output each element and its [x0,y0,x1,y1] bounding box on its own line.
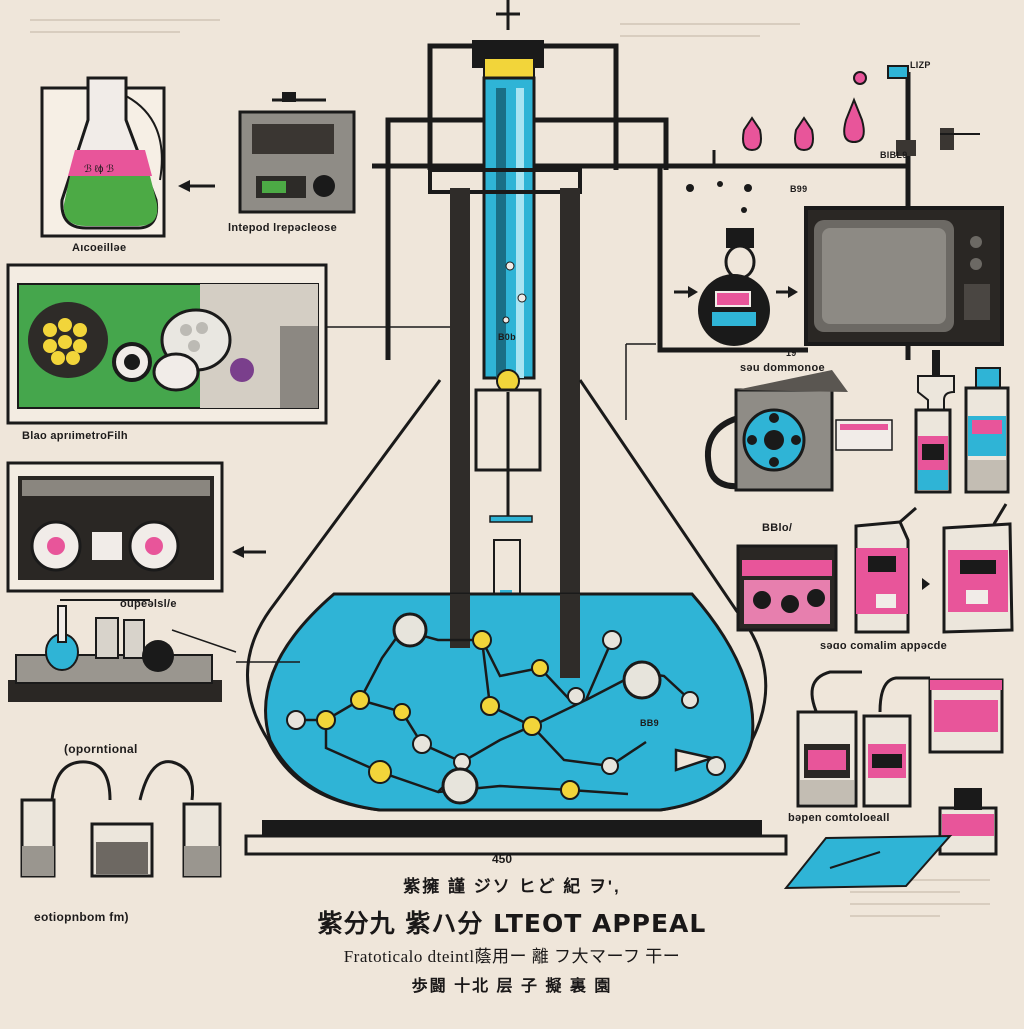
label-jars: bəpen comtoloeall [788,812,890,824]
reels-panel [6,461,224,593]
distillation-column [472,40,544,393]
label-reels: oupeəlsl/e [120,598,177,610]
dropper-tool [272,92,326,102]
label-mid: BIBL9 [880,150,908,160]
label-flask: Aıcoeilləe [72,242,127,254]
small-flask-row [712,65,980,166]
distillation-rig [8,599,237,702]
molecule-atoms [286,612,726,805]
svg-text:ℬ ℓɸ ℬ: ℬ ℓɸ ℬ [84,164,114,175]
reel-machine [704,370,893,492]
blue-tray [783,834,953,890]
label-reel-unit: BBlo/ [762,522,793,534]
erlenmeyer-flask-box: ℬ ℓɸ ℬ [40,76,166,238]
label-top-right: LIZP [910,60,931,70]
label-bottom-left: eotiopnbom fm) [34,910,129,924]
label-flow: B99 [790,184,808,194]
arrow-right-2 [922,578,930,590]
background-text-lines [30,19,990,917]
pump-sphere [698,228,770,346]
arrow-left-2 [232,546,266,558]
bottom-left-bottles [20,760,222,878]
crt-monitor [804,206,1004,346]
pink-containers [736,503,1014,634]
figure-number: 450 [492,852,513,866]
callout-lines [236,343,656,663]
label-tube: B0b [498,332,516,342]
bottom-right-jars [796,670,1004,856]
drip-drops [686,181,752,213]
title-line-3: Fratoticalo dteintl蔭用ー 離 フ大マーフ 干ー [343,947,681,966]
label-specimen: Blao aprıimetroFilh [22,430,128,442]
title-line-1: 紫擁 謹 ジソ ヒど 紀 ヲ', [403,877,621,896]
label-containers: səɑo comalim appəcde [820,640,948,652]
bench-instrument [238,110,356,214]
arrow-right-1 [674,286,798,298]
specimen-panel [6,263,328,425]
label-pipe: 19 [786,348,797,358]
label-small: BB9 [640,718,659,728]
title-line-4: 歩闘 十北 层 子 擬 裏 園 [411,978,613,995]
label-instrument: lntepod lrepəcleose [228,222,338,234]
arrow-left-1 [178,180,215,192]
reaction-flask [244,379,788,856]
label-pump: səu dommonoe [740,362,825,374]
title-line-2: 紫分九 紫ハ分 LTEOT APPEAL [317,909,707,938]
reagent-bottles [914,350,1010,494]
label-distill: (oporntional [64,742,138,756]
liquid-arrow [674,748,717,772]
top-valve [496,0,520,30]
